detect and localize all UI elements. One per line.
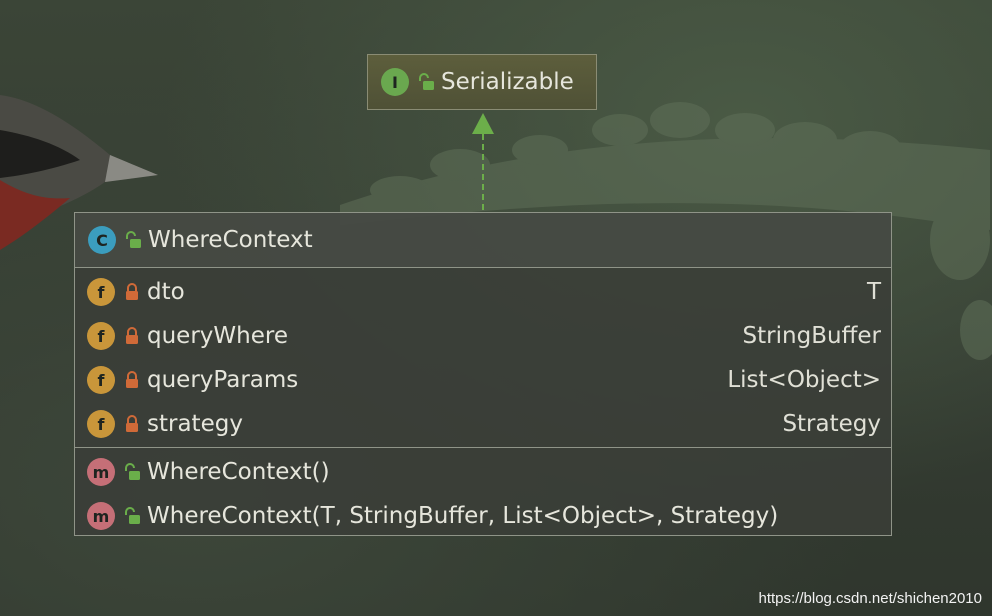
method-name: WhereContext() (147, 459, 330, 485)
interface-badge-icon: I (381, 68, 409, 96)
field-type: StringBuffer (742, 323, 881, 349)
interface-name: Serializable (441, 69, 574, 95)
field-badge-icon: f (87, 278, 115, 306)
unlocked-icon (124, 229, 142, 251)
class-badge-icon: C (88, 226, 116, 254)
method-badge-icon: m (87, 458, 115, 486)
field-name: strategy (147, 411, 243, 437)
class-node[interactable]: C WhereContext f dto T f queryWhere Stri… (74, 212, 892, 536)
method-badge-icon: m (87, 502, 115, 530)
field-name: queryParams (147, 367, 299, 393)
field-badge-icon: f (87, 366, 115, 394)
field-type: T (866, 279, 881, 305)
method-row[interactable]: m WhereContext(T, StringBuffer, List<Obj… (75, 494, 891, 538)
field-row[interactable]: f strategy Strategy (75, 402, 891, 446)
method-row[interactable]: m WhereContext() (75, 450, 891, 494)
locked-icon (123, 325, 141, 347)
field-name: queryWhere (147, 323, 288, 349)
interface-node[interactable]: I Serializable (367, 54, 597, 110)
locked-icon (123, 413, 141, 435)
fields-section: f dto T f queryWhere StringBuffer f quer… (75, 268, 891, 448)
class-name: WhereContext (148, 227, 313, 253)
unlocked-icon (123, 461, 141, 483)
field-type: Strategy (782, 411, 881, 437)
methods-section: m WhereContext() m WhereContext(T, Strin… (75, 448, 891, 540)
watermark: https://blog.csdn.net/shichen2010 (758, 590, 983, 607)
field-type: List<Object> (727, 367, 881, 393)
field-badge-icon: f (87, 410, 115, 438)
method-name: WhereContext(T, StringBuffer, List<Objec… (147, 503, 779, 529)
class-header: C WhereContext (75, 213, 891, 268)
field-row[interactable]: f queryWhere StringBuffer (75, 314, 891, 358)
locked-icon (123, 369, 141, 391)
unlocked-icon (123, 505, 141, 527)
field-badge-icon: f (87, 322, 115, 350)
field-row[interactable]: f dto T (75, 270, 891, 314)
locked-icon (123, 281, 141, 303)
unlocked-icon (417, 71, 435, 93)
field-row[interactable]: f queryParams List<Object> (75, 358, 891, 402)
field-name: dto (147, 279, 185, 305)
